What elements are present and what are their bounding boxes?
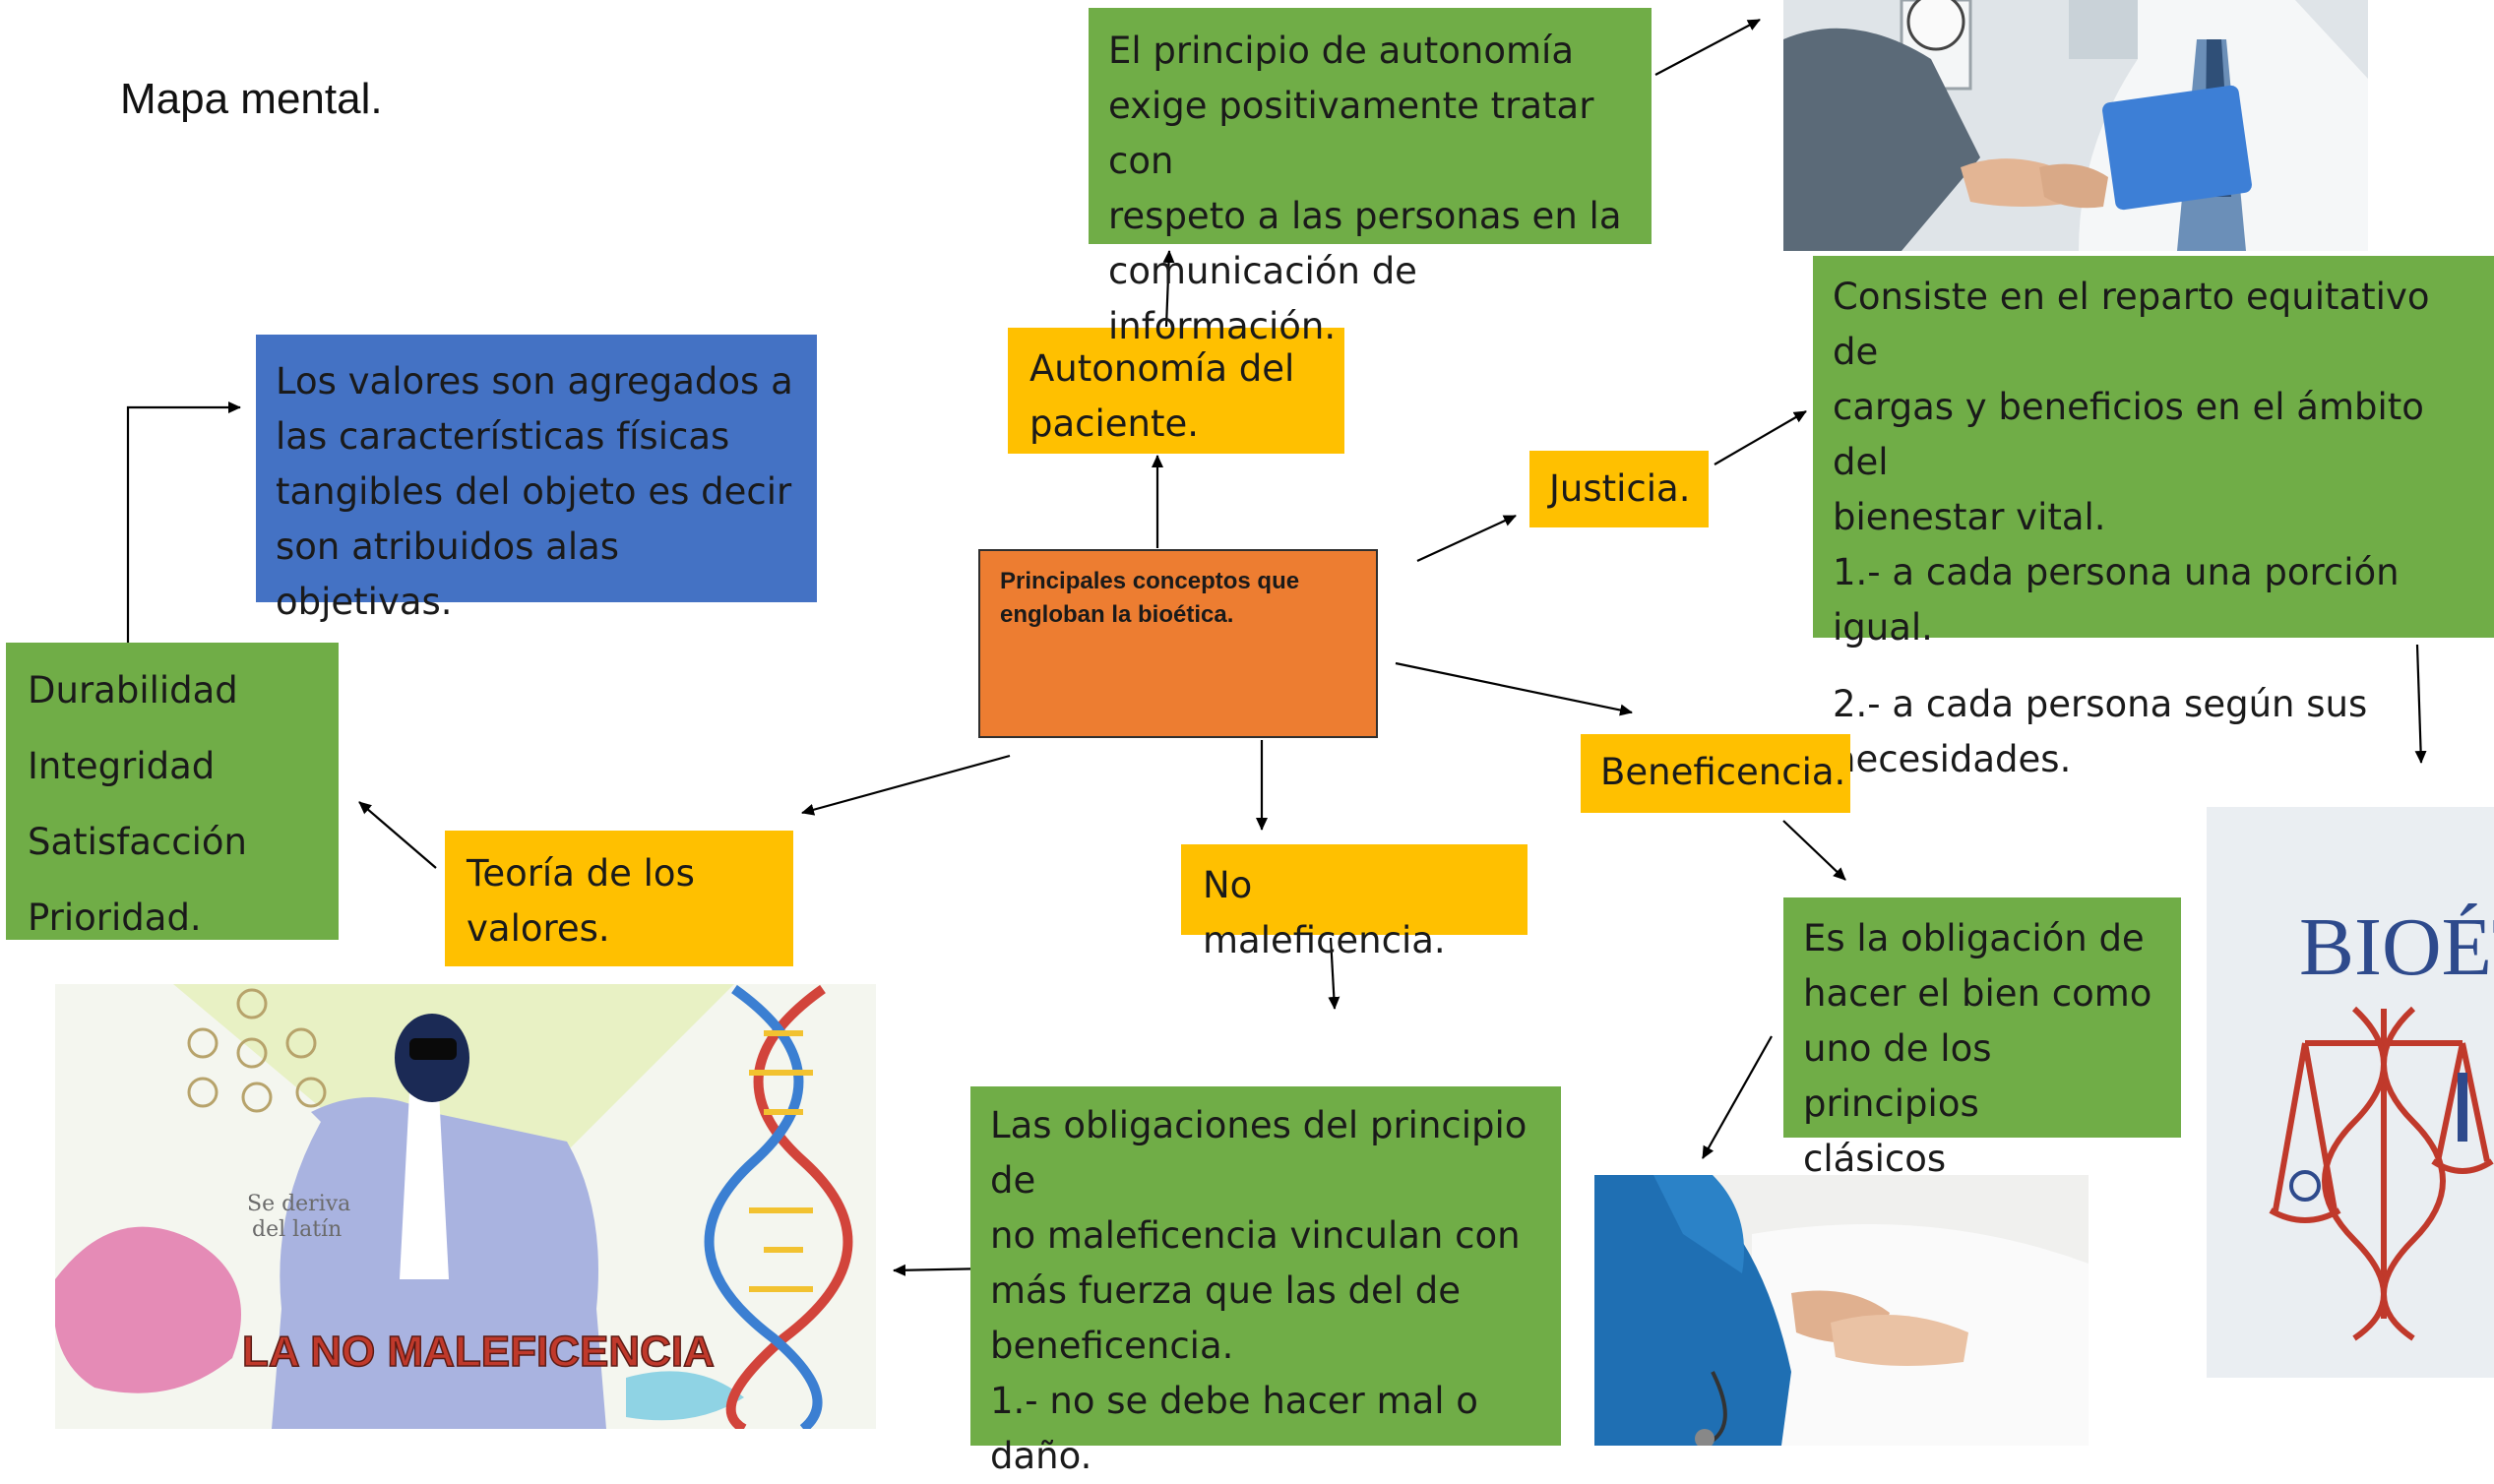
valores-desc-line: las características físicas [276, 415, 730, 458]
valores-list-item: Satisfacción [28, 821, 247, 863]
autonomia-label-box: Autonomía del paciente. [1008, 328, 1344, 454]
center-line: Principales conceptos que [1000, 568, 1300, 594]
arrow-list-to-valores-desc [126, 402, 241, 643]
justicia-desc-box: Consiste en el reparto equitativo de car… [1813, 256, 2494, 780]
center-line: engloban la bioética. [1000, 601, 1234, 628]
no-maleficencia-label-box: No maleficencia. [1181, 844, 1528, 961]
se-deriva-text-line: Se deriva [247, 1192, 350, 1216]
autonomia-desc-line: respeto a las personas en la [1108, 195, 1622, 237]
valores-desc-line: son atribuidos alas objetivas. [276, 526, 620, 623]
arrow-justicia-to-desc [1714, 410, 1807, 465]
no-maleficencia-desc-box: Las obligaciones del principio de no mal… [970, 1086, 1561, 1477]
beneficencia-label: Beneficencia. [1600, 751, 1846, 793]
autonomia-desc-line: El principio de autonomía [1108, 30, 1574, 72]
valores-list-box: Durabilidad Integridad Satisfacción Prio… [6, 643, 339, 940]
doctor-handshake-photo [1783, 0, 2368, 251]
no-maleficencia-desc-line: más fuerza que las del de [990, 1269, 1462, 1312]
justicia-desc-line: cargas y beneficios en el ámbito del [1833, 386, 2424, 483]
valores-desc-box: Los valores son agregados a las caracter… [256, 335, 817, 623]
justicia-desc-line: Consiste en el reparto equitativo de [1833, 276, 2430, 373]
se-deriva-text-line: del latín [252, 1217, 342, 1242]
autonomia-label-line: paciente. [1029, 402, 1200, 445]
justicia-point-1: 1.- a cada persona una porción igual. [1833, 551, 2400, 649]
valores-desc-line: Los valores son agregados a [276, 360, 793, 402]
justicia-label: Justicia. [1549, 467, 1691, 510]
arrow-beneficencia-desc-to-photo [1702, 1035, 1773, 1159]
arrow-autonomia-desc-to-photo [1654, 19, 1761, 76]
connector-arrows [126, 19, 2427, 1276]
autonomia-label-line: Autonomía del [1029, 347, 1295, 390]
valores-label-box: Teoría de los valores. [445, 831, 793, 966]
beneficencia-desc-line: uno de los principios [1803, 1027, 1992, 1125]
no-maleficencia-desc-line: beneficencia. [990, 1325, 1234, 1367]
arrow-no-maleficencia-to-desc [1328, 937, 1341, 1010]
valores-list-item: Integridad [28, 745, 216, 787]
valores-desc-line: tangibles del objeto es decir [276, 470, 792, 513]
no-maleficencia-point-1-line: daño. [990, 1435, 1092, 1477]
no-maleficencia-label: No maleficencia. [1203, 864, 1446, 961]
no-maleficencia-point-1-line: 1.- no se debe hacer mal o [990, 1380, 1478, 1422]
no-maleficencia-desc-line: Las obligaciones del principio de [990, 1104, 1528, 1202]
arrow-center-to-beneficencia [1395, 661, 1633, 716]
autonomia-desc-line: comunicación de información. [1108, 250, 1417, 347]
beneficencia-label-box: Beneficencia. [1581, 734, 1850, 813]
valores-label-line: Teoría de los [467, 852, 695, 895]
justicia-point-2-line: necesidades. [1833, 738, 2072, 780]
arrow-center-to-valores [801, 754, 1011, 816]
arrow-valores-to-list [358, 801, 437, 869]
valores-list-item: Durabilidad [28, 669, 238, 711]
no-maleficencia-desc-line: no maleficencia vinculan con [990, 1214, 1521, 1257]
beneficencia-desc-box: Es la obligación de hacer el bien como u… [1783, 897, 2181, 1235]
justicia-desc-line: bienestar vital. [1833, 496, 2106, 538]
arrow-beneficencia-to-desc [1782, 820, 1846, 881]
bioetica-title: BIOÉTICA [2299, 901, 2494, 993]
bioetica-image: BIOÉTICA [2207, 807, 2494, 1378]
center-node: Principales conceptos que engloban la bi… [978, 549, 1378, 738]
no-maleficencia-banner: LA NO MALEFICENCIA [242, 1328, 715, 1376]
justicia-point-2-line: 2.- a cada persona según sus [1833, 683, 2368, 725]
no-maleficencia-image: Se deriva del latín LA NO MALEFICENCIA [55, 984, 876, 1429]
beneficencia-desc-line: Es la obligación de [1803, 917, 2145, 959]
arrow-autonomia-to-desc [1162, 250, 1175, 328]
valores-label-line: valores. [467, 907, 610, 950]
autonomia-desc-line: exige positivamente tratar con [1108, 85, 1594, 182]
valores-list-item: Prioridad. [28, 897, 202, 939]
autonomia-desc-box: El principio de autonomía exige positiva… [1089, 8, 1652, 347]
nurse-care-photo [1594, 1175, 2089, 1446]
arrow-center-to-justicia [1416, 515, 1517, 562]
page-title: Mapa mental. [120, 75, 383, 123]
beneficencia-desc-line: hacer el bien como [1803, 972, 2152, 1015]
justicia-label-box: Justicia. [1529, 451, 1709, 527]
arrow-justicia-desc-to-bioetica [2414, 644, 2427, 764]
